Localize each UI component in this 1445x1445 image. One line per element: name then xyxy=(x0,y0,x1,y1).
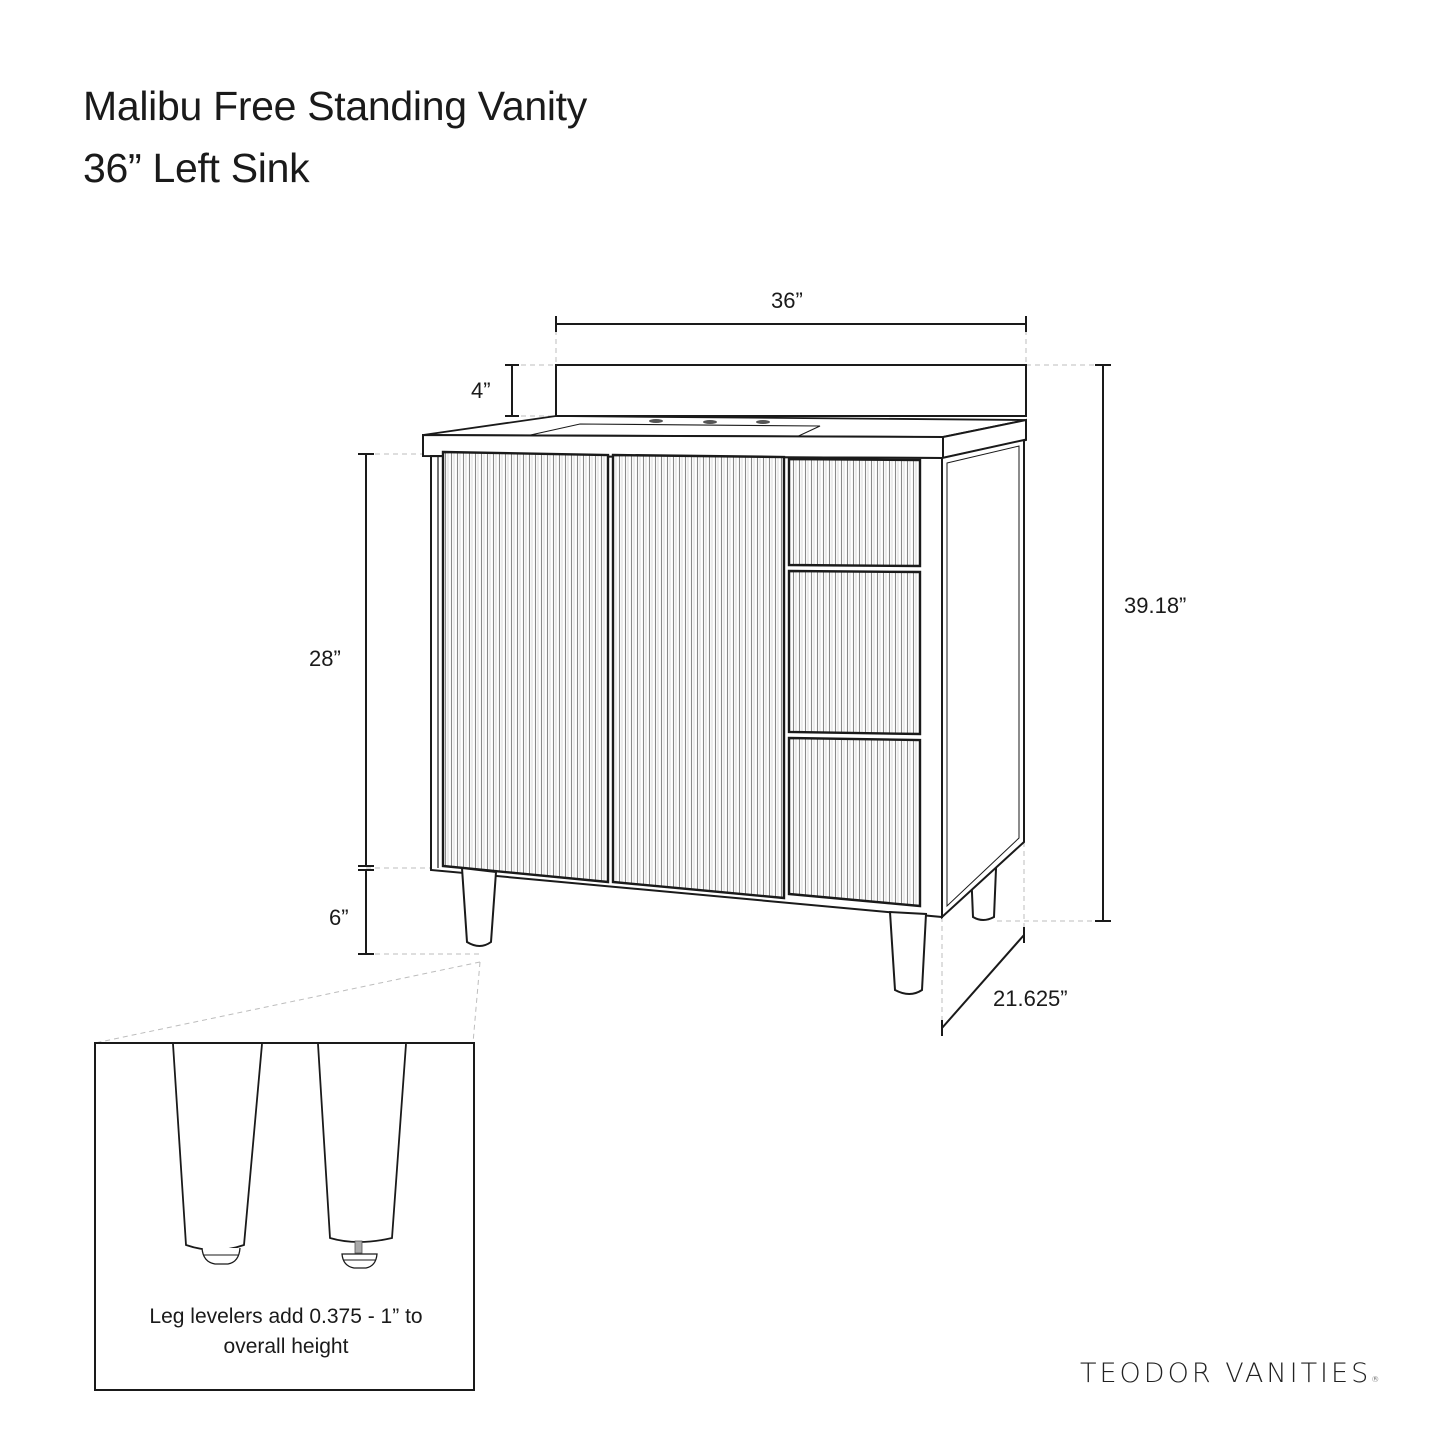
dimension-lines xyxy=(358,316,1111,1036)
faucet-hole xyxy=(756,420,770,424)
dim-label-width: 36” xyxy=(771,288,803,313)
leg-front-left xyxy=(460,866,498,947)
registered-mark-icon: ® xyxy=(1371,1375,1380,1384)
dim-label-leg-height: 6” xyxy=(329,905,349,930)
drawer-top xyxy=(787,457,922,568)
leg-front-right xyxy=(888,910,928,995)
drawer-bottom xyxy=(787,736,922,908)
dim-label-overall-height: 39.18” xyxy=(1124,593,1187,618)
threaded-rod-icon xyxy=(354,1240,363,1254)
leg-leveler-inset xyxy=(94,1042,475,1391)
leveler-icon xyxy=(201,1247,241,1265)
page-subtitle: 36” Left Sink xyxy=(83,145,310,191)
leveler-note-line1: Leg levelers add 0.375 - 1” to xyxy=(149,1305,423,1328)
countertop-side xyxy=(942,418,1027,460)
leveler-note-line2: overall height xyxy=(223,1335,349,1358)
vanity xyxy=(422,364,1027,995)
faucet-hole xyxy=(649,419,663,423)
leveler-icon xyxy=(341,1253,378,1269)
backsplash xyxy=(555,364,1027,417)
dimension-guides xyxy=(94,330,1103,1044)
dim-label-backsplash: 4” xyxy=(471,378,491,403)
brand-logo: TEODOR VANITIES® xyxy=(1080,1358,1379,1389)
dim-label-cabinet-height: 28” xyxy=(309,646,341,671)
countertop-top xyxy=(422,415,1027,438)
faucet-hole xyxy=(703,420,717,424)
drawer-middle xyxy=(787,569,922,736)
door-left xyxy=(441,450,610,884)
page-title: Malibu Free Standing Vanity xyxy=(83,83,587,129)
dim-label-depth: 21.625” xyxy=(993,986,1068,1011)
brand-name: TEODOR VANITIES xyxy=(1080,1358,1372,1389)
door-center xyxy=(611,453,786,900)
